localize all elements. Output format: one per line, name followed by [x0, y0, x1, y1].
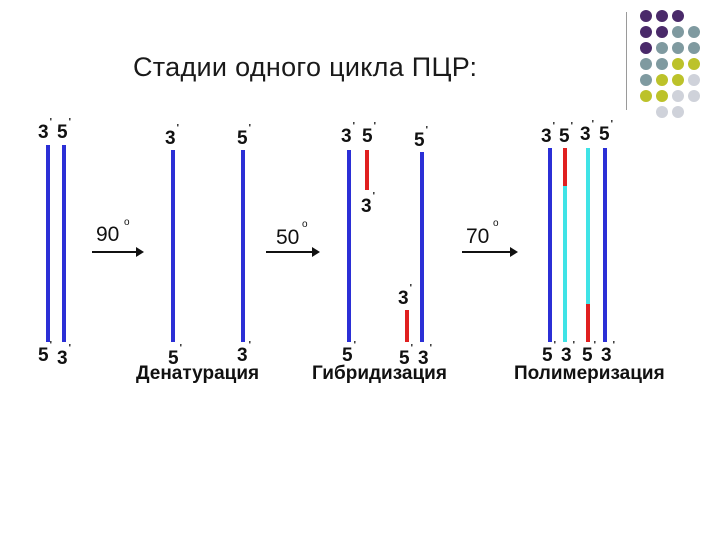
new-strand	[586, 148, 590, 304]
primer-strand	[405, 310, 409, 342]
end-label: 5'	[582, 339, 596, 366]
decorative-dot	[672, 90, 684, 102]
end-label: 5'	[399, 342, 413, 369]
decorative-dot	[688, 58, 700, 70]
decorative-dot	[672, 58, 684, 70]
decorative-dot	[688, 90, 700, 102]
decorative-dot	[688, 74, 700, 86]
dna-strand	[62, 145, 66, 342]
decorative-dot	[688, 26, 700, 38]
end-label: 5'	[57, 116, 71, 143]
end-label: 5'	[342, 339, 356, 366]
temperature-label: 90	[96, 223, 120, 246]
end-label: 5'	[362, 120, 376, 147]
decorative-dot	[640, 26, 652, 38]
decorative-dot	[656, 90, 668, 102]
decorative-dot	[688, 42, 700, 54]
end-label: 5'	[559, 120, 573, 147]
decorative-dot	[656, 42, 668, 54]
dna-strand	[420, 152, 424, 342]
dna-strand	[241, 150, 245, 342]
decorative-dot	[656, 10, 668, 22]
decorative-dot	[640, 90, 652, 102]
decorative-dot	[656, 106, 668, 118]
decorative-dot	[656, 58, 668, 70]
end-label: 3'	[237, 339, 251, 366]
dna-strand	[171, 150, 175, 342]
decorative-dot	[640, 10, 652, 22]
dna-strand	[603, 148, 607, 342]
end-label: 3'	[580, 118, 594, 145]
stage-label-denaturation: Денатурация	[136, 363, 260, 384]
dna-strand	[548, 148, 552, 342]
end-label: 3'	[418, 342, 432, 369]
degree-symbol: o	[302, 219, 308, 230]
arrow-icon	[92, 247, 144, 257]
end-label: 5'	[414, 124, 428, 151]
primer-strand	[586, 304, 590, 342]
end-label: 5'	[599, 118, 613, 145]
decorative-dot	[672, 10, 684, 22]
end-label: 5'	[168, 342, 182, 369]
decorative-dot	[672, 42, 684, 54]
decorative-dot	[672, 106, 684, 118]
primer-strand	[563, 148, 567, 186]
end-label: 3'	[165, 122, 179, 149]
degree-symbol: o	[493, 218, 499, 229]
arrow-icon	[266, 247, 320, 257]
dna-strand	[46, 145, 50, 342]
decorative-dot	[672, 26, 684, 38]
end-label: 5'	[38, 339, 52, 366]
temperature-label: 70	[466, 225, 490, 248]
stage-label-hybridization: Гибридизация	[312, 363, 447, 384]
decorative-dot	[640, 42, 652, 54]
dna-strand	[347, 150, 351, 342]
decorative-dot	[656, 26, 668, 38]
end-label: 3'	[361, 190, 375, 217]
decorative-divider-line	[626, 12, 627, 110]
end-label: 3'	[601, 339, 615, 366]
new-strand	[563, 186, 567, 342]
primer-strand	[365, 150, 369, 190]
end-label: 3'	[561, 339, 575, 366]
temperature-label: 50	[276, 226, 300, 249]
stage-label-polymerization: Полимеризация	[514, 363, 665, 384]
degree-symbol: o	[124, 217, 130, 228]
end-label: 5'	[237, 122, 251, 149]
end-label: 5'	[542, 339, 556, 366]
end-label: 3'	[398, 282, 412, 309]
decorative-dot	[656, 74, 668, 86]
end-label: 3'	[341, 120, 355, 147]
decorative-dot	[640, 58, 652, 70]
end-label: 3'	[38, 116, 52, 143]
slide-title: Стадии одного цикла ПЦР:	[133, 52, 478, 82]
decorative-dot	[672, 74, 684, 86]
decorative-dot	[640, 74, 652, 86]
arrow-icon	[462, 247, 518, 257]
end-label: 3'	[541, 120, 555, 147]
end-label: 3'	[57, 342, 71, 369]
